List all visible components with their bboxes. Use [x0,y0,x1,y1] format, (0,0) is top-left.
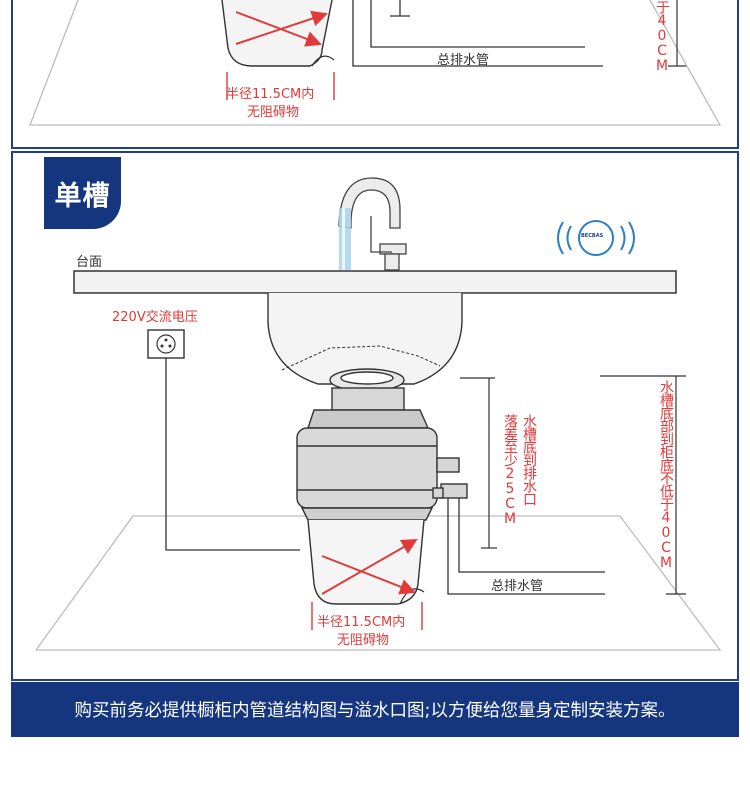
top-diagram-panel [11,0,739,149]
brand-logo-text: BECBAS [581,233,604,239]
top-radius-note-line2: 无阻碍物 [247,105,300,120]
cabinet-height-marker [600,375,686,595]
cabinet-height-note: 水槽底部到柜底不低于40CM [658,380,674,570]
power-outlet-icon [147,329,185,359]
sink-to-outlet-note: 水槽底到排水口 [521,414,537,505]
top-height-marker [668,0,686,67]
top-drain-label: 总排水管 [437,53,490,68]
countertop-bar [73,270,677,294]
power-cable [165,358,300,551]
main-drain-label: 总排水管 [491,579,544,594]
top-radius-note-line1: 半径11.5CM内 [226,87,315,102]
water-stream [339,208,351,270]
voltage-label: 220V交流电压 [112,310,198,325]
countertop-label: 台面 [76,255,103,270]
cabinet-floor-outline [34,515,722,651]
main-drain-pipe [447,498,605,595]
drop-height-marker [460,377,497,549]
garbage-disposer-unit [296,368,468,605]
wireless-switch-icon [557,220,635,256]
radius-note-line1: 半径11.5CM内 [317,615,406,630]
top-height-note: 于40CM [654,0,670,73]
chamber-radius-arrows [311,539,423,630]
radius-note-line2: 无阻碍物 [337,633,390,648]
top-disposer-chamber [221,0,335,100]
footer-notice-text: 购买前务必提供橱柜内管道结构图与溢水口图;以方便给您量身定制安装方案。 [74,701,676,721]
top-drain-pipe [352,0,603,67]
faucet-icon [338,177,407,271]
single-sink-tag: 单槽 [44,157,121,229]
footer-notice-banner: 购买前务必提供橱柜内管道结构图与溢水口图;以方便给您量身定制安装方案。 [11,682,739,737]
drop-note: 落差至少25CM [502,414,518,526]
top-cabinet-floor [29,0,722,126]
